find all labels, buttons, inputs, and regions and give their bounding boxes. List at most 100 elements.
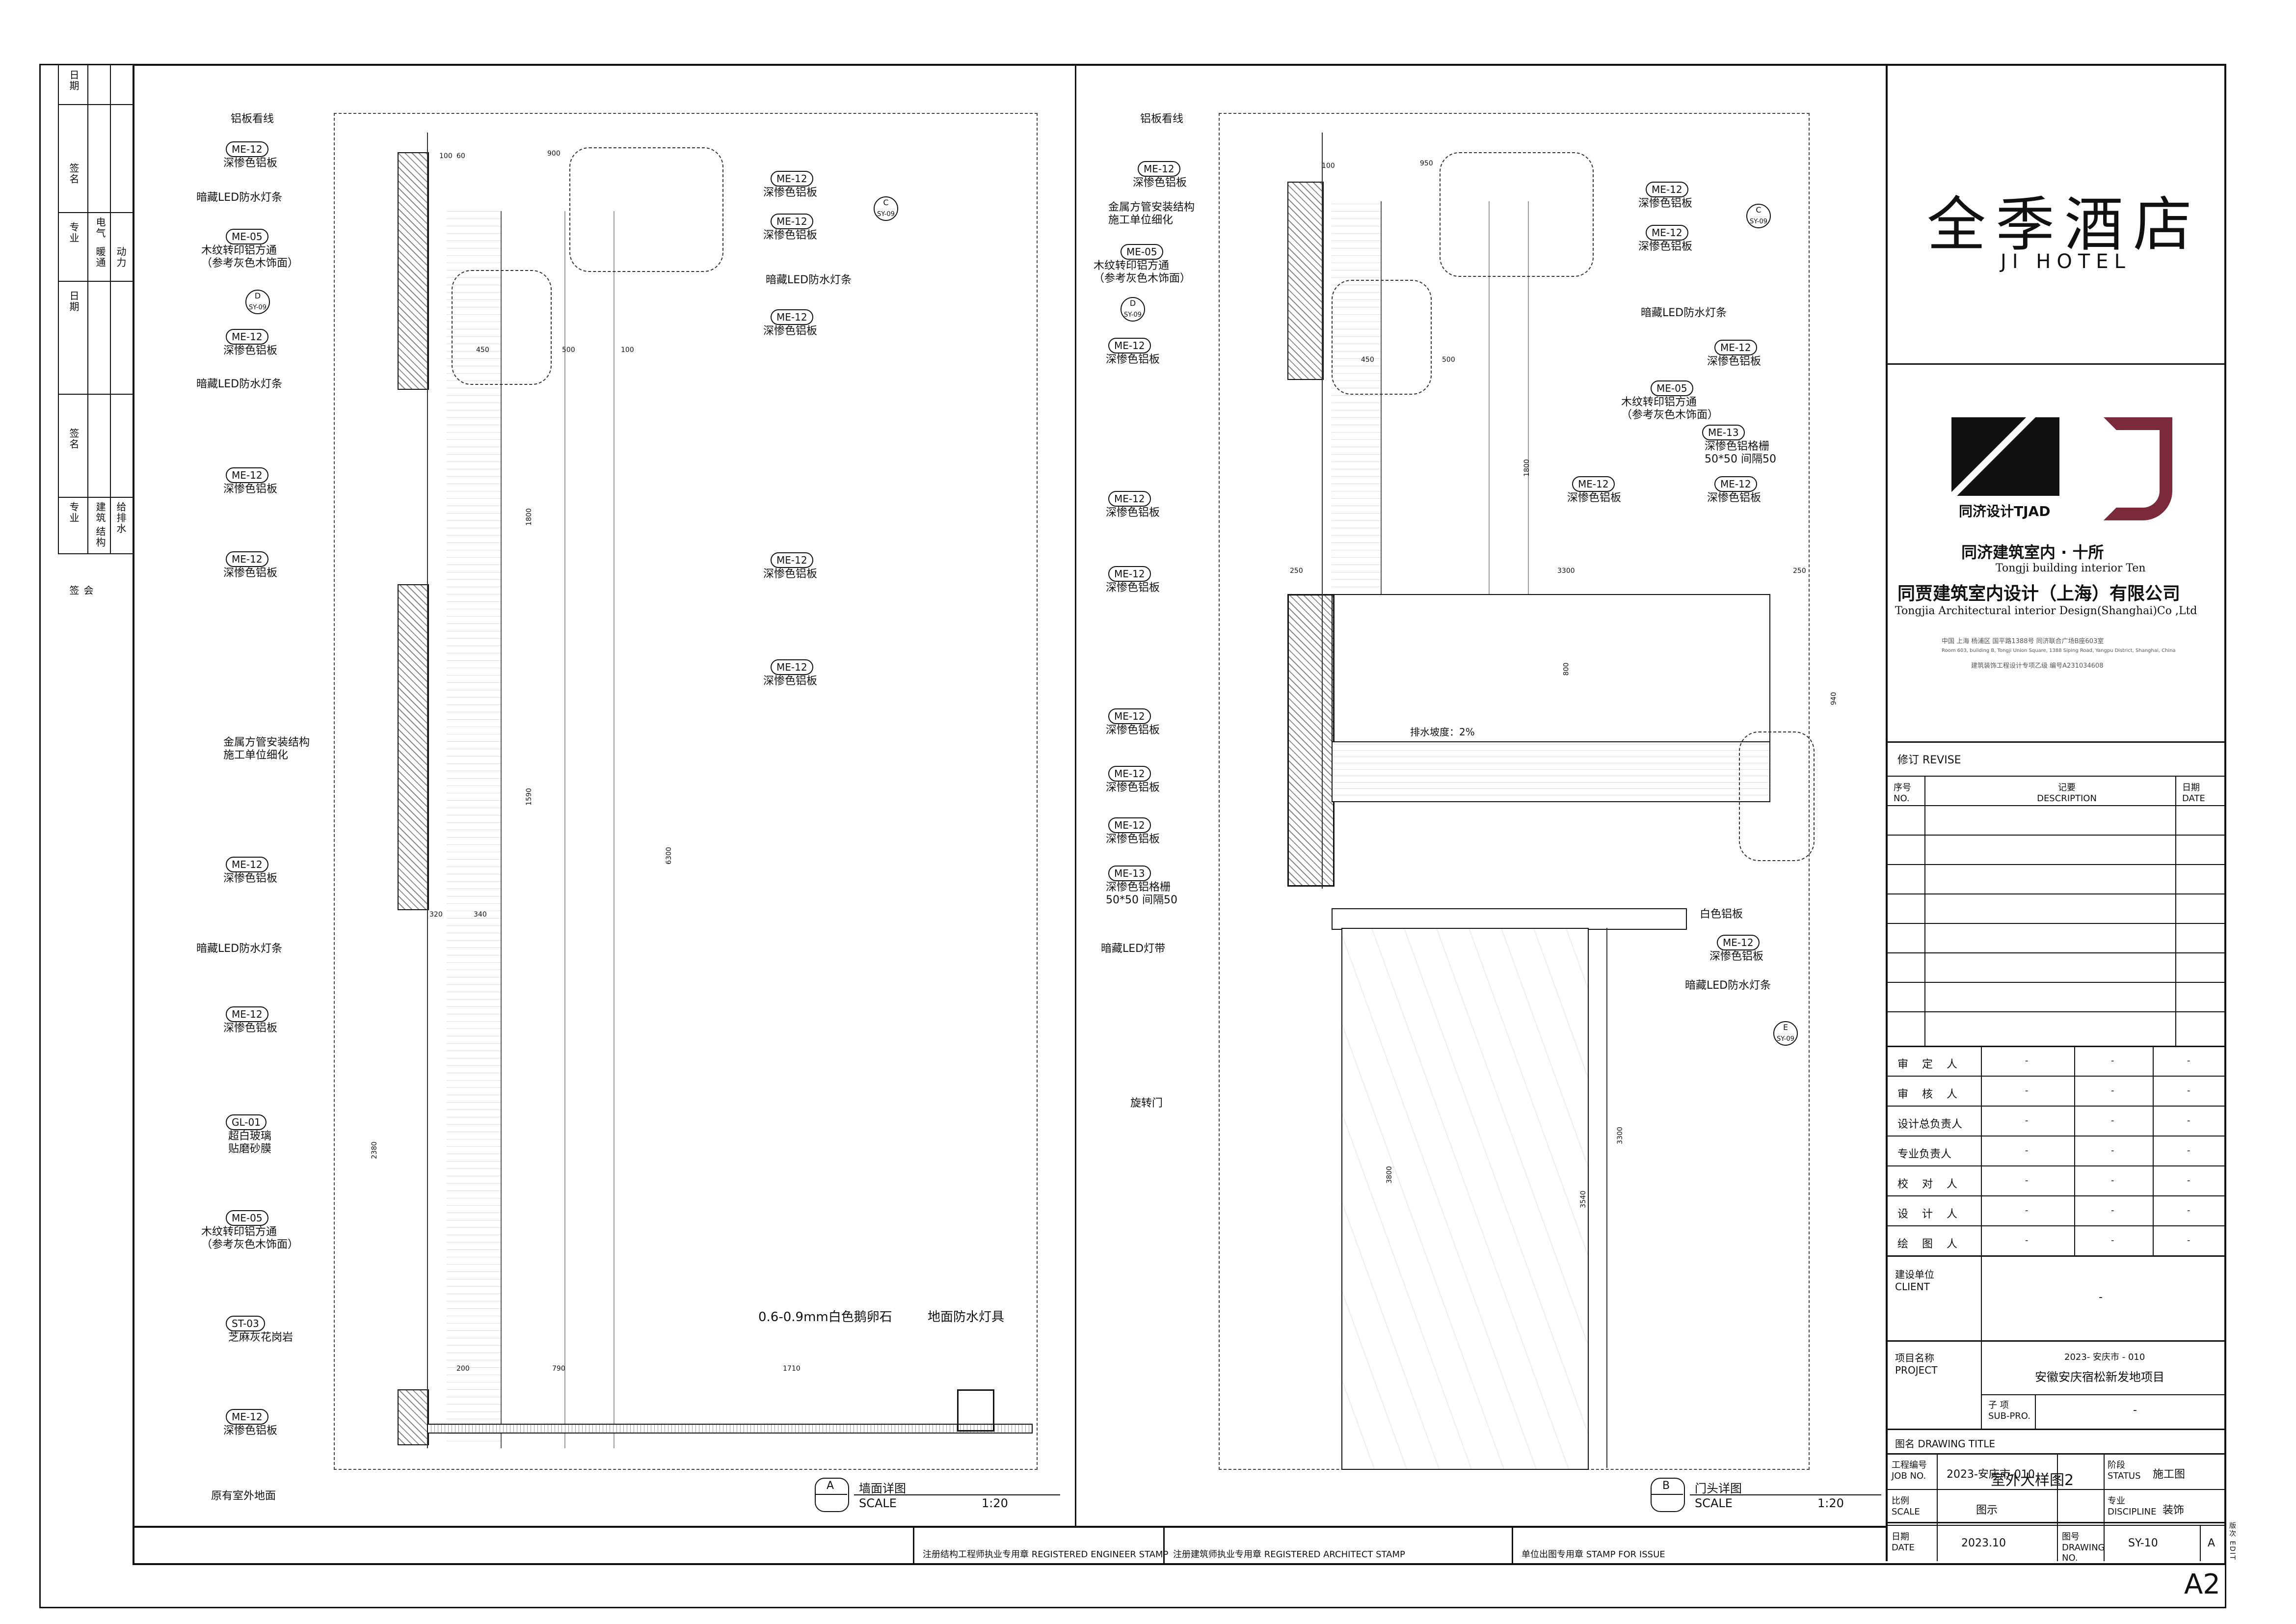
strip-header-date-1: 日期 <box>68 70 80 91</box>
edition-label: 版次 EDIT <box>2228 1522 2236 1561</box>
dim-a-5: 100 <box>621 346 634 354</box>
stamp-row: 注册结构工程师执业专用章 REGISTERED ENGINEER STAMP 注… <box>133 1526 1886 1563</box>
firm-name-cn-2: 同贾建筑室内设计（上海）有限公司 <box>1897 584 2181 604</box>
b-detail-bubble-c <box>1440 152 1594 277</box>
callout-a-16: 原有室外地面 <box>211 1490 276 1502</box>
stamp-engineer: 注册结构工程师执业专用章 REGISTERED ENGINEER STAMP <box>923 1549 1169 1560</box>
b-facade-line <box>1322 133 1323 889</box>
drawing-a-scale: 1:20 <box>982 1496 1008 1510</box>
b-facade-line-3 <box>1489 201 1490 594</box>
callout-a-8: 金属方管安装结构 施工单位细化 <box>223 736 310 761</box>
dim-b-2: 450 <box>1361 356 1374 364</box>
dim-a-13: 790 <box>552 1365 565 1373</box>
b-slope-text: 排水坡度：2% <box>1410 726 1475 738</box>
b-detail-bubble-e <box>1739 731 1815 861</box>
dim-b-7: 250 <box>1793 567 1806 575</box>
scale-label: 比例 SCALE <box>1892 1496 1920 1517</box>
strip-discipline-a-1: 暖通 <box>94 246 106 268</box>
dim-a-6: 1800 <box>525 508 533 526</box>
strip-header-sign-1: 签名 <box>68 163 80 185</box>
dim-b-8: 800 <box>1562 662 1571 676</box>
date-label: 日期 DATE <box>1892 1532 1915 1553</box>
drawing-a-dashed-boundary <box>334 113 1038 1470</box>
client-section: 建设单位 CLIENT - <box>1888 1257 2224 1342</box>
rev-col-desc: 记要 DESCRIPTION <box>2037 783 2097 804</box>
drawing-no-value: SY-10 <box>2128 1537 2158 1549</box>
revise-title: 修订 REVISE <box>1897 754 1961 766</box>
ground-slab <box>427 1424 1033 1434</box>
dim-b-10: 3300 <box>1616 1127 1624 1144</box>
callout-a-5: 暗藏LED防水灯条 <box>196 378 283 390</box>
hotel-name-cn: 全季酒店 <box>1927 191 2202 259</box>
dim-b-11: 3800 <box>1385 1166 1393 1184</box>
status-value: 施工图 <box>2153 1468 2186 1481</box>
dim-b-1: 100 <box>1322 162 1335 170</box>
tjad-logo-mark <box>1951 417 2059 496</box>
facade-fill-band <box>447 211 501 1448</box>
drawing-a-area: 900 100 60 450 500 100 1800 6300 1590 32… <box>133 64 1075 1527</box>
firm-name-en-1: Tongji building interior Ten <box>1996 562 2146 574</box>
strip-discipline-b-0: 建筑 <box>94 502 106 523</box>
firm-name-cn-1: 同济建筑室内 · 十所 <box>1961 543 2104 562</box>
dim-a-0: 900 <box>547 150 561 158</box>
b-facade-line-2 <box>1381 201 1382 594</box>
strip-header-date-2: 日期 <box>68 291 80 312</box>
dim-a-9: 320 <box>429 911 443 919</box>
drawing-title-value: 室外大样图2 <box>1991 1472 2074 1489</box>
tj-logo-mark <box>2104 417 2172 520</box>
tjad-logo-text: 同济设计TJAD <box>1959 503 2051 519</box>
b-door-header <box>1332 908 1687 930</box>
dim-a-4: 500 <box>562 346 575 354</box>
wall-section-top <box>398 152 429 390</box>
roles-table: 审 定 人--- 审 核 人--- 设计总负责人--- 专业负责人--- 校 对… <box>1888 1046 2224 1257</box>
strip-header-discipline-2: 专业 <box>68 502 80 523</box>
rev-col-date: 日期 DATE <box>2182 783 2205 804</box>
strip-discipline-b-1: 结构 <box>94 526 106 548</box>
dim-b-5: 250 <box>1290 567 1303 575</box>
drawing-b-scale: 1:20 <box>1817 1496 1844 1510</box>
drawing-a-title: 墙面详图 <box>859 1482 906 1495</box>
b-facade-fill <box>1332 201 1381 594</box>
ground-light-box <box>957 1389 994 1432</box>
dim-a-2: 60 <box>456 152 465 160</box>
drawing-a-scale-label: SCALE <box>859 1496 897 1510</box>
detail-bubble-d <box>452 270 552 385</box>
strip-header-countersign: 会签 <box>68 585 94 596</box>
drawing-b-scale-label: SCALE <box>1695 1496 1733 1510</box>
dim-b-9: 940 <box>1830 692 1838 705</box>
sub-project-label: 子 项 SUB-PRO. <box>1988 1400 2030 1421</box>
project-label: 项目名称 PROJECT <box>1895 1352 1938 1376</box>
dim-a-12: 200 <box>456 1365 470 1373</box>
sheet-inner-frame <box>133 64 2226 1565</box>
facade-line-4 <box>564 211 565 1448</box>
drawing-divider <box>1075 64 1076 1527</box>
revise-section: 修订 REVISE 序号 NO. 记要 DESCRIPTION 日期 DATE <box>1888 741 2224 1047</box>
drawing-a-title-block: A 墙面详图 SCALE 1:20 <box>815 1478 1060 1517</box>
callout-a-0: 铝板看线 <box>231 113 274 125</box>
dim-a-7: 6300 <box>665 847 673 865</box>
strip-header-discipline-1: 专业 <box>68 222 80 244</box>
drawing-title-label: 图名 DRAWING TITLE <box>1895 1438 1996 1450</box>
drawing-b-area: 排水坡度：2% 950 100 450 500 1800 250 3300 25… <box>1076 64 1886 1527</box>
callout-a-2: 暗藏LED防水灯条 <box>196 191 283 204</box>
discipline-value: 装饰 <box>2163 1504 2185 1516</box>
job-value: 2023-安庆市-010 <box>1947 1468 2035 1481</box>
b-detail-bubble-d <box>1332 280 1432 395</box>
b-wall-column-top <box>1287 182 1324 380</box>
callout-b-r10: 暗藏LED防水灯条 <box>1685 979 1771 992</box>
callout-a-10: 暗藏LED防水灯条 <box>196 943 283 955</box>
firm-address-cn: 中国 上海 杨浦区 国平路1388号 同济联合广场B座603室 <box>1942 638 2104 645</box>
project-code: 2023- 安庆市 - 010 <box>2064 1352 2145 1362</box>
b-facade-line-4 <box>1528 201 1529 594</box>
wall-section-base <box>398 1389 429 1445</box>
firm-name-en-2: Tongjia Architectural interior Design(Sh… <box>1895 605 2197 617</box>
strip-discipline-a-0: 电气 <box>94 217 106 239</box>
dim-a-10: 340 <box>474 911 487 919</box>
project-name: 安徽安庆宿松新发地项目 <box>2035 1370 2164 1384</box>
b-door-frame-right <box>1606 928 1607 1468</box>
detail-bubble-c <box>569 147 723 272</box>
rev-col-no: 序号 NO. <box>1894 783 1911 804</box>
